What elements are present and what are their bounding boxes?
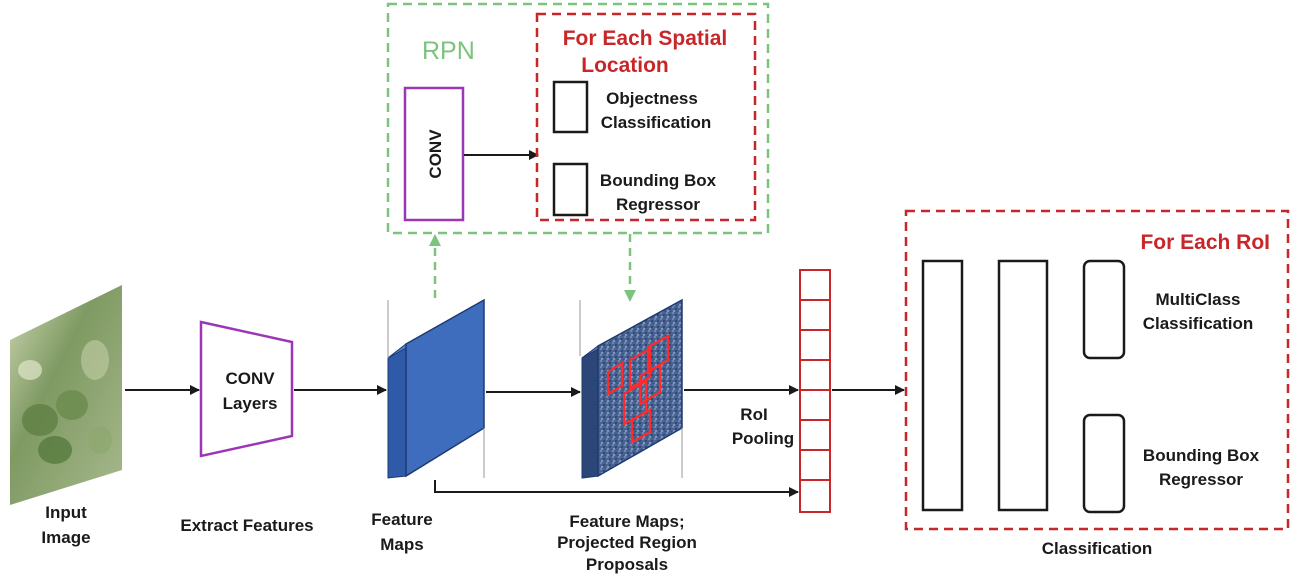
- multiclass-label-line2: Classification: [1143, 314, 1254, 333]
- projected-proposals-map: [579, 298, 683, 479]
- conv-layers-trapezoid: [199, 320, 294, 458]
- extract-features-label: Extract Features: [180, 516, 313, 535]
- fc-layer-2: [997, 259, 1049, 512]
- region-proposal-boxes: [606, 334, 670, 444]
- conv-layers-label-line2: Layers: [223, 394, 278, 413]
- roi-bbox-box: [1082, 413, 1126, 514]
- spatial-title-line1: For Each Spatial: [563, 27, 728, 50]
- spatial-location-box: [535, 12, 757, 222]
- spatial-title-line2: Location: [581, 54, 669, 77]
- objectness-label-line1: Objectness: [606, 89, 698, 108]
- classification-caption: Classification: [1042, 539, 1153, 558]
- conv-layers-label-line1: CONV: [225, 369, 275, 388]
- multiclass-label-line1: MultiClass: [1155, 290, 1240, 309]
- fc-layer-1: [921, 259, 964, 512]
- objectness-box: [552, 80, 589, 134]
- projected-label-line2: Projected Region: [557, 533, 697, 552]
- rpn-bbox-label-line1: Bounding Box: [600, 171, 717, 190]
- roi-pooling-label-line1: RoI: [740, 405, 767, 424]
- rpn-conv-label: CONV: [426, 129, 445, 179]
- input-image: [10, 285, 122, 505]
- rpn-bbox-box: [552, 162, 589, 217]
- input-image-label-line1: Input: [45, 503, 87, 522]
- projected-label-line3: Proposals: [586, 555, 668, 574]
- feature-skip-arrow: [434, 480, 799, 497]
- rpn-title: RPN: [422, 37, 475, 65]
- feature-maps-label-line1: Feature: [371, 510, 432, 529]
- roi-pooling-label-line2: Pooling: [732, 429, 794, 448]
- roi-bbox-label-line2: Regressor: [1159, 470, 1243, 489]
- objectness-label-line2: Classification: [601, 113, 712, 132]
- roi-head-box: [904, 209, 1290, 531]
- multiclass-box: [1082, 259, 1126, 360]
- rpn-group-box: [386, 2, 770, 235]
- input-image-label-line2: Image: [41, 528, 90, 547]
- feature-maps-block: [387, 298, 485, 479]
- rpn-conv-box: [403, 86, 465, 222]
- roi-head-title: For Each RoI: [1140, 231, 1270, 254]
- roi-pooling-vector: [799, 269, 831, 513]
- roi-bbox-label-line1: Bounding Box: [1143, 446, 1260, 465]
- rpn-bbox-label-line2: Regressor: [616, 195, 700, 214]
- projected-label-line1: Feature Maps;: [569, 512, 684, 531]
- feature-maps-label-line2: Maps: [380, 535, 423, 554]
